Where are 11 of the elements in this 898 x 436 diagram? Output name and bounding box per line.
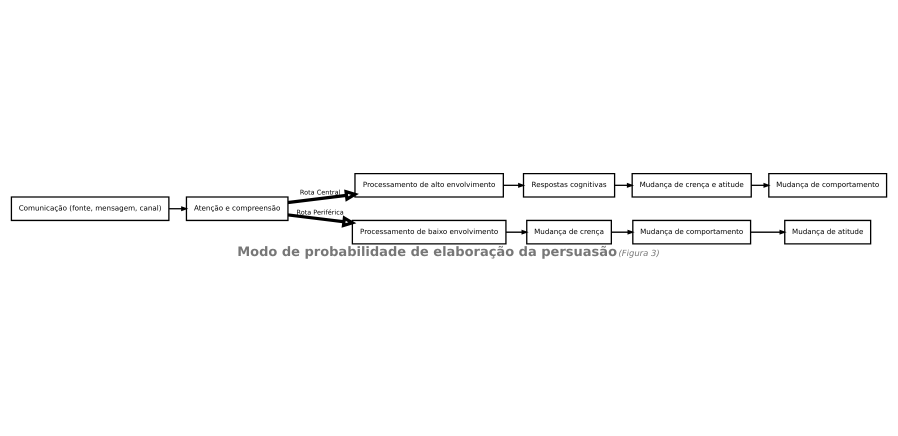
arrow [288, 188, 359, 204]
caption: (Figura 3) [618, 248, 660, 258]
arrow [751, 182, 771, 188]
arrow [750, 229, 787, 234]
arrow [169, 206, 188, 211]
arrow [611, 229, 635, 234]
arrow [503, 182, 526, 188]
arrow [506, 229, 529, 234]
arrow [614, 182, 634, 188]
arrow [288, 212, 356, 228]
diagram-title: Modo de probabilidade de elaboração da persuasão [237, 244, 618, 260]
